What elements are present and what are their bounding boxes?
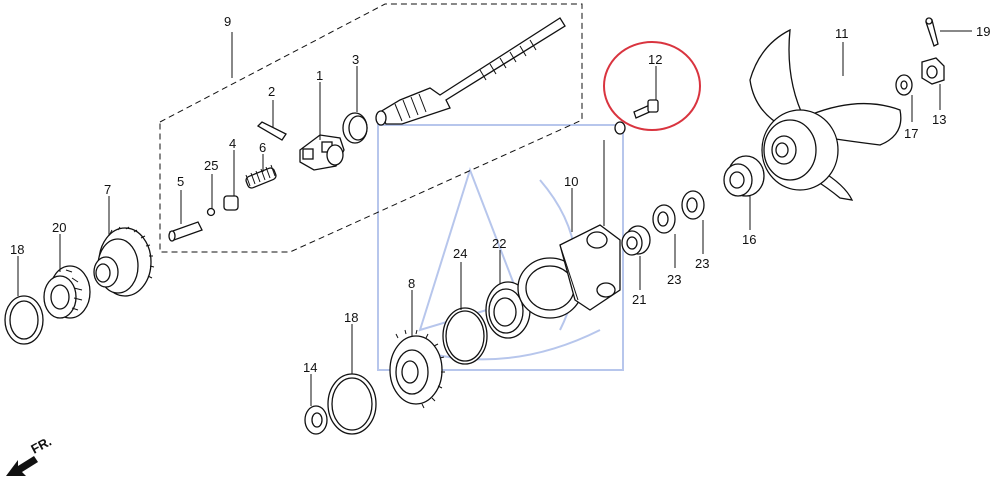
gear-8[interactable] [389,329,445,409]
bearing-21[interactable] [621,225,651,256]
label-3: 3 [352,52,359,67]
label-2: 2 [268,84,275,99]
bolt-12[interactable] [633,99,659,119]
front-direction-arrow: FR. [6,434,54,476]
seal-23-b[interactable] [681,190,705,220]
bearing-holder-10[interactable] [517,224,621,319]
label-14: 14 [303,360,317,375]
label-22: 22 [492,236,506,251]
pin-2[interactable] [256,121,287,141]
washer-17[interactable] [895,74,913,96]
label-11: 11 [835,26,849,41]
thrust-washer-16[interactable] [723,155,765,197]
label-7: 7 [104,182,111,197]
label-20: 20 [52,220,66,235]
label-25: 25 [204,158,218,173]
shaft-group-outline [159,3,583,253]
nut-13[interactable] [921,57,945,85]
label-9: 9 [224,14,231,29]
propeller-shaft[interactable] [375,17,566,126]
ring-18-mid[interactable] [327,373,377,435]
clutch-1[interactable] [299,134,345,171]
o-ring-24[interactable] [442,307,488,365]
label-6: 6 [259,140,266,155]
label-24: 24 [453,246,467,261]
label-19: 19 [976,24,990,39]
label-4: 4 [229,136,236,151]
label-18-mid: 18 [344,310,358,325]
label-5: 5 [177,174,184,189]
ball-25[interactable] [206,207,216,217]
washer-14[interactable] [304,405,328,435]
propeller-11[interactable] [749,28,902,201]
label-21: 21 [632,292,646,307]
ring-18-left[interactable] [4,295,44,345]
washer-12[interactable] [614,121,626,135]
label-13: 13 [932,112,946,127]
gear-7[interactable] [93,226,155,297]
label-16: 16 [742,232,756,247]
label-8: 8 [408,276,415,291]
label-17: 17 [904,126,918,141]
pin-4[interactable] [223,195,239,211]
label-23-a: 23 [667,272,681,287]
cotter-pin-19[interactable] [925,17,939,47]
pin-5[interactable] [168,221,203,242]
bearing-20[interactable] [43,265,91,319]
spring-6[interactable] [245,164,277,189]
label-23-b: 23 [695,256,709,271]
label-1: 1 [316,68,323,83]
seal-23-a[interactable] [652,204,676,234]
leader-lines [17,30,972,406]
label-18-left: 18 [10,242,24,257]
label-10: 10 [564,174,578,189]
label-12: 12 [648,52,662,67]
ring-3[interactable] [342,112,368,144]
highlight-circle [603,41,701,131]
front-label: FR. [28,434,54,457]
